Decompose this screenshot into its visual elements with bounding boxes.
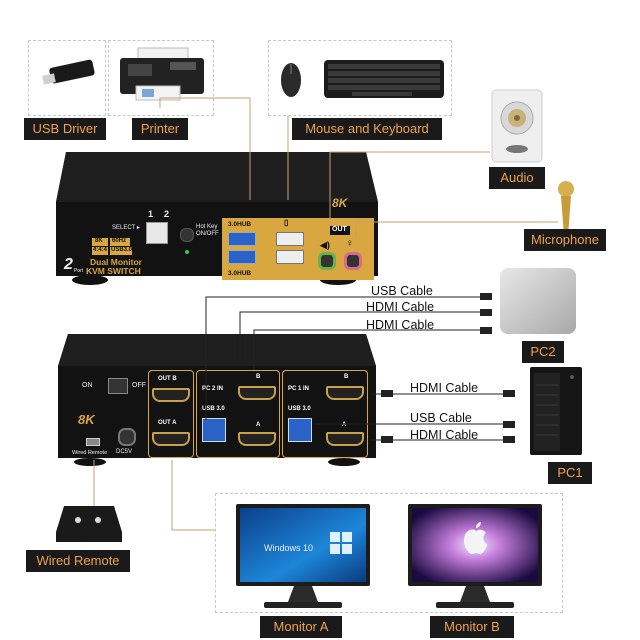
front-title-2: KVM SWITCH [86,266,141,276]
back-wired-remote-label: Wired Remote [72,450,108,456]
front-spec-1: 8K [95,238,103,244]
front-hub-top: 3.0HUB [228,221,252,228]
label-usb-driver: USB Driver [24,118,106,140]
front-ports-word: Port [74,268,84,274]
speaker-icon [491,89,543,163]
cable-usb-top: USB Cable [371,284,433,298]
cable-hdmi-pc1-2: HDMI Cable [410,428,479,442]
front-usb-port-2[interactable] [228,250,256,264]
usb-driver-icon [42,59,95,85]
back-pc2-b-mark: B [256,374,261,380]
back-8k-badge: 8K [78,412,95,427]
back-pc2-hdmi-b[interactable] [238,386,276,400]
label-mouse-keyboard: Mouse and Keyboard [292,118,442,140]
front-title-1: Dual Monitor [90,257,142,267]
label-audio: Audio [489,167,545,189]
monitor-b-icon [408,504,542,608]
cable-usb-pc1: USB Cable [410,411,472,425]
front-num-2: 2 [164,209,170,219]
label-microphone: Microphone [524,229,606,251]
front-usb-port-4[interactable] [276,250,304,264]
mic-glyph-icon: ♀ [346,238,354,249]
pc1-icon [530,367,582,455]
label-pc2: PC2 [522,341,564,363]
back-pc1-frame [282,370,368,458]
front-select-button[interactable] [146,222,168,244]
label-wired-remote: Wired Remote [26,550,130,572]
back-remote-port[interactable] [86,438,100,446]
back-off-label: OFF [132,382,146,389]
cable-hdmi-top-1: HDMI Cable [366,300,435,314]
back-power-switch[interactable] [108,378,128,394]
microphone-icon [558,181,574,236]
printer-icon [120,47,204,101]
back-pc1-usb-port[interactable] [288,418,312,442]
front-hub-bottom: 3.0HUB [228,270,252,277]
back-pc1-hdmi-b[interactable] [326,386,364,400]
label-printer: Printer [132,118,188,140]
back-pc2-a-mark: A [256,422,261,428]
back-pc1-in-label: PC 1 IN [288,386,310,392]
back-pc1-a-mark: A [342,422,347,428]
usb-driver-frame [28,40,106,116]
monitors-frame [215,493,563,613]
front-mouse-glyph: ▯ [284,218,289,227]
back-out-a-port[interactable] [152,432,190,446]
front-num-1: 1 [148,209,154,219]
back-dc-port[interactable] [118,428,136,446]
front-out-tag [330,226,350,235]
cable-hdmi-pc1-1: HDMI Cable [410,381,479,395]
back-dc-label: DC5V [116,449,133,455]
back-pc2-hdmi-a[interactable] [238,432,276,446]
label-monitor-a: Monitor A [260,616,342,638]
label-monitor-b: Monitor B [430,616,514,638]
wired-remote-icon [56,506,122,542]
monitor-a-icon [236,504,370,608]
pc2-icon [500,268,576,334]
back-out-a-label: OUT A [158,420,177,426]
back-out-frame [148,370,194,458]
back-on-label: ON [82,382,93,389]
back-pc2-usb-port[interactable] [202,418,226,442]
front-8k-badge: 8K [332,196,348,210]
printer-frame [108,40,214,116]
back-pc2-in-label: PC 2 IN [202,386,224,392]
front-usb-port-1[interactable] [228,232,256,246]
cable-hdmi-top-2: HDMI Cable [366,318,435,332]
front-spec-3: 4:4:4 [93,247,108,253]
label-pc1: PC1 [548,462,592,484]
front-hotkey-button[interactable] [180,228,194,242]
front-ports-num: 2 [64,256,73,273]
back-pc2-usb-label: USB 3.0 [202,406,225,412]
front-spec-2: 60Hz [112,238,127,244]
back-pc1-usb-label: USB 3.0 [288,406,311,412]
windows-logo-text: Windows 10 [264,543,314,553]
front-spec-4: USB3.0 [111,247,133,253]
mouse-icon [281,63,301,97]
back-out-b-label: OUT B [158,376,177,382]
front-hotkey-label: Hot Key ON/OFF [196,224,219,237]
back-pc1-hdmi-a[interactable] [326,432,364,446]
front-mic-jack[interactable] [344,252,362,270]
mouse-keyboard-frame [268,40,452,116]
back-out-b-port[interactable] [152,388,190,402]
keyboard-icon [324,60,444,98]
front-out-label: OUT [332,226,347,233]
back-pc2-frame [196,370,280,458]
front-usb-port-3[interactable] [276,232,304,246]
front-led [185,250,189,254]
front-select-label: SELECT ▸ [112,225,140,231]
front-audio-jack[interactable] [318,252,336,270]
speaker-glyph-icon: ◀) [320,240,330,250]
back-pc1-b-mark: B [344,374,349,380]
